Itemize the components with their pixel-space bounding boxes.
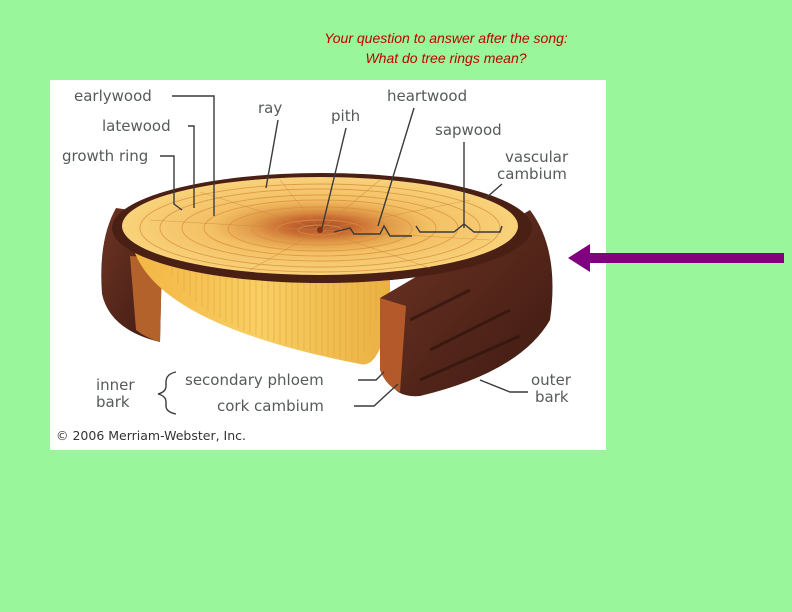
label-cambium: cambium — [497, 165, 567, 183]
question-line-2: What do tree rings mean? — [365, 50, 527, 66]
tree-cross-section-diagram: earlywood latewood growth ring ray pith … — [50, 80, 606, 450]
rays — [149, 179, 491, 271]
left-arrow-icon — [566, 240, 786, 276]
label-cork-cambium: cork cambium — [217, 397, 324, 415]
leader-lines — [157, 95, 528, 415]
label-vascular: vascular — [505, 148, 569, 166]
label-outer: outer — [531, 371, 572, 389]
question-prompt: Your question to answer after the song: … — [0, 28, 792, 68]
tree-top-face — [122, 177, 518, 275]
label-pith: pith — [331, 107, 360, 125]
bark-right — [380, 210, 553, 397]
label-outer-bark: bark — [535, 388, 569, 406]
copyright-notice: © 2006 Merriam-Webster, Inc. — [56, 428, 246, 443]
label-latewood: latewood — [102, 117, 171, 135]
tree-cross-section-illustration: earlywood latewood growth ring ray pith … — [56, 87, 572, 443]
label-inner: inner — [96, 376, 135, 394]
label-heartwood: heartwood — [387, 87, 467, 105]
label-earlywood: earlywood — [74, 87, 152, 105]
pith-dot — [317, 227, 323, 233]
label-sapwood: sapwood — [435, 121, 502, 139]
phloem-cut-right — [380, 298, 406, 392]
question-line-1: Your question to answer after the song: — [324, 30, 568, 46]
label-ray: ray — [258, 99, 282, 117]
label-secondary-phloem: secondary phloem — [185, 371, 324, 389]
label-growth-ring: growth ring — [62, 147, 148, 165]
label-inner-bark: bark — [96, 393, 130, 411]
